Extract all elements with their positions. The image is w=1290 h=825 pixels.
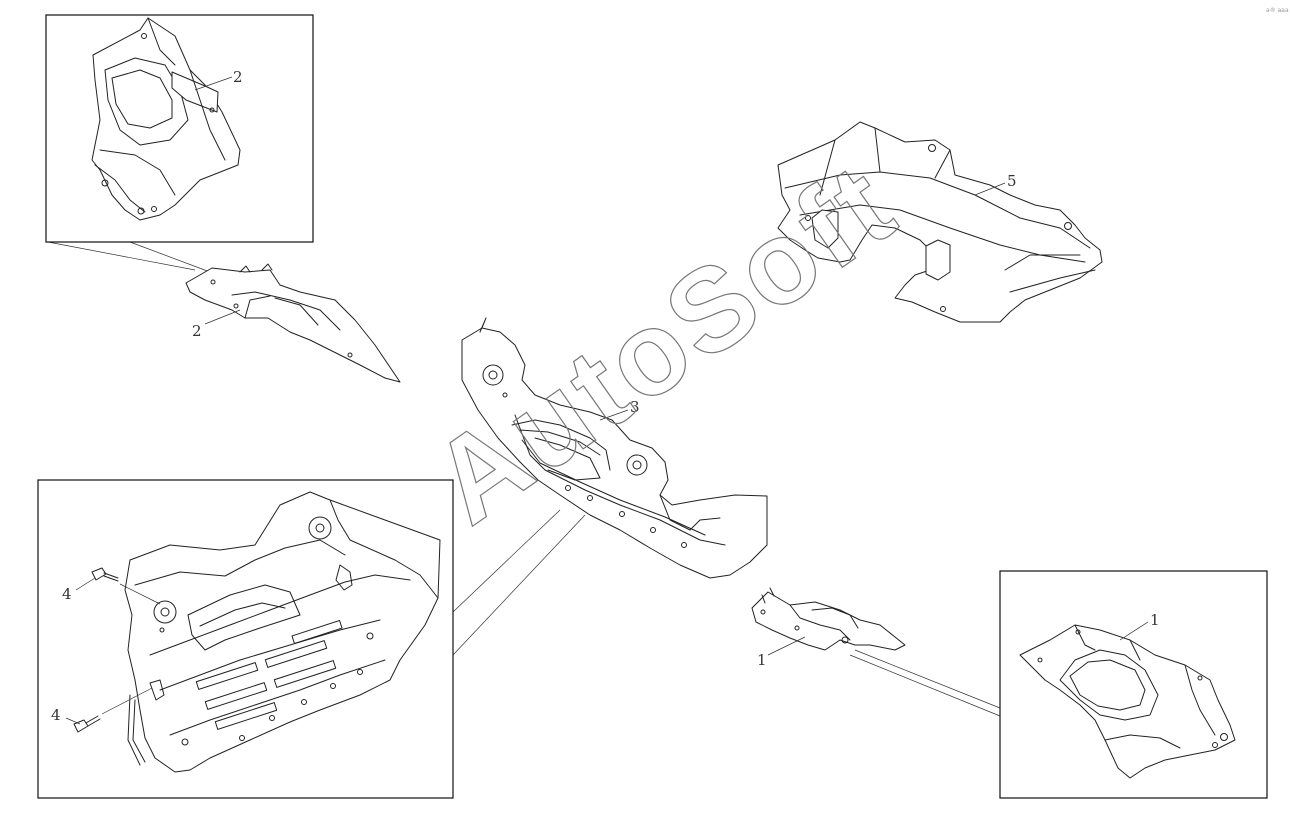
part-2-drawing: 2 — [185, 263, 401, 383]
detail-box-part-3: 4 4 — [37, 479, 586, 799]
callout-4-lower: 4 — [51, 706, 61, 724]
part-3-drawing: 3 — [461, 317, 768, 579]
callout-2-detail: 2 — [233, 68, 243, 86]
callout-3: 3 — [630, 398, 640, 416]
part-3-detail-drawing — [124, 491, 441, 773]
callout-1: 1 — [757, 651, 767, 669]
part-1-detail-drawing — [1019, 624, 1236, 779]
part-5-drawing: 5 — [777, 121, 1103, 323]
callout-4-upper: 4 — [62, 585, 72, 603]
detail-box-part-2: 2 — [45, 14, 314, 273]
part-1-drawing: 1 — [751, 587, 906, 669]
part-2-detail-drawing — [91, 17, 241, 221]
callout-1-detail: 1 — [1150, 611, 1160, 629]
callout-2: 2 — [192, 322, 202, 340]
detail-box-part-1: 1 — [849, 570, 1268, 799]
callout-5: 5 — [1007, 172, 1017, 190]
bolt-4-upper — [91, 567, 161, 605]
corner-mark: a® aaa — [1266, 7, 1289, 14]
